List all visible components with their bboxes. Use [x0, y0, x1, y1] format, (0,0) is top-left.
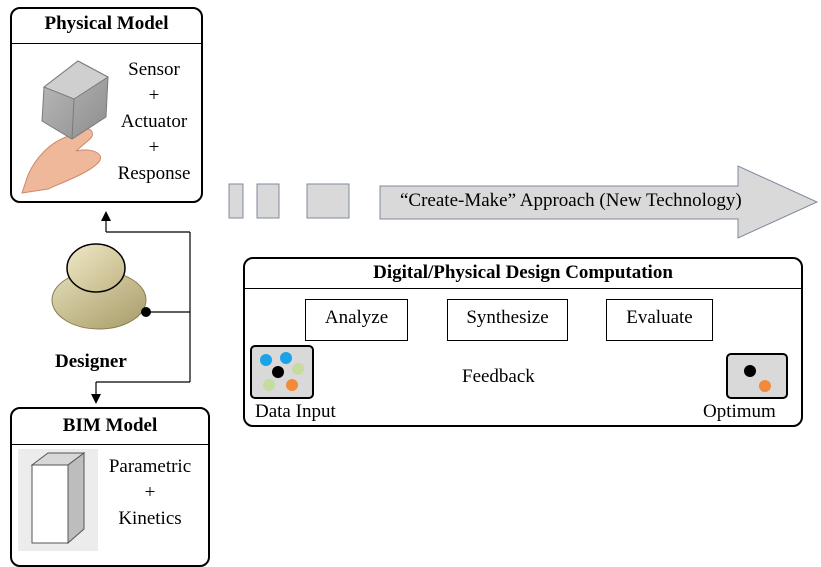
physical-model-divider — [12, 43, 201, 44]
bim-model-line: Kinetics — [118, 508, 182, 529]
data-dots — [260, 352, 304, 391]
computation-card: Digital/Physical Design Computation — [243, 257, 803, 427]
optimum-box — [726, 353, 788, 399]
analyze-step: Analyze — [305, 299, 408, 341]
approach-arrow — [379, 165, 819, 239]
optimum-dots — [744, 365, 771, 392]
evaluate-step: Evaluate — [606, 299, 713, 341]
bim-model-card: BIM Model Parametric + Kinetics — [10, 407, 210, 567]
approach-label: “Create-Make” Approach (New Technology) — [400, 190, 742, 211]
physical-model-list: Sensor + Actuator + Response — [108, 57, 200, 187]
data-input-box — [250, 345, 314, 399]
designer-label: Designer — [55, 351, 127, 372]
bim-model-divider — [12, 444, 208, 445]
physical-model-line: + — [148, 137, 160, 158]
designer-connectors — [91, 211, 191, 404]
designer-figure — [51, 243, 147, 330]
bim-model-line: Parametric — [108, 456, 192, 477]
bim-model-title: BIM Model — [62, 415, 158, 436]
computation-divider — [245, 288, 801, 289]
synthesize-step: Synthesize — [447, 299, 568, 341]
bim-model-line: + — [144, 482, 156, 503]
data-input-label: Data Input — [255, 401, 336, 422]
bim-model-list: Parametric + Kinetics — [98, 454, 202, 532]
physical-model-card: Physical Model Sensor + Actuator + Respo… — [10, 7, 203, 203]
physical-model-line: Response — [117, 163, 191, 184]
computation-title: Digital/Physical Design Computation — [373, 262, 673, 283]
hand-cube-image — [21, 60, 109, 194]
bim-box-image — [18, 449, 98, 551]
physical-model-line: + — [148, 85, 160, 106]
physical-model-title: Physical Model — [44, 13, 169, 34]
progress-squares — [228, 183, 350, 219]
physical-model-line: Sensor — [128, 59, 180, 80]
physical-model-line: Actuator — [120, 111, 188, 132]
optimum-label: Optimum — [703, 401, 776, 422]
feedback-label: Feedback — [462, 366, 535, 387]
